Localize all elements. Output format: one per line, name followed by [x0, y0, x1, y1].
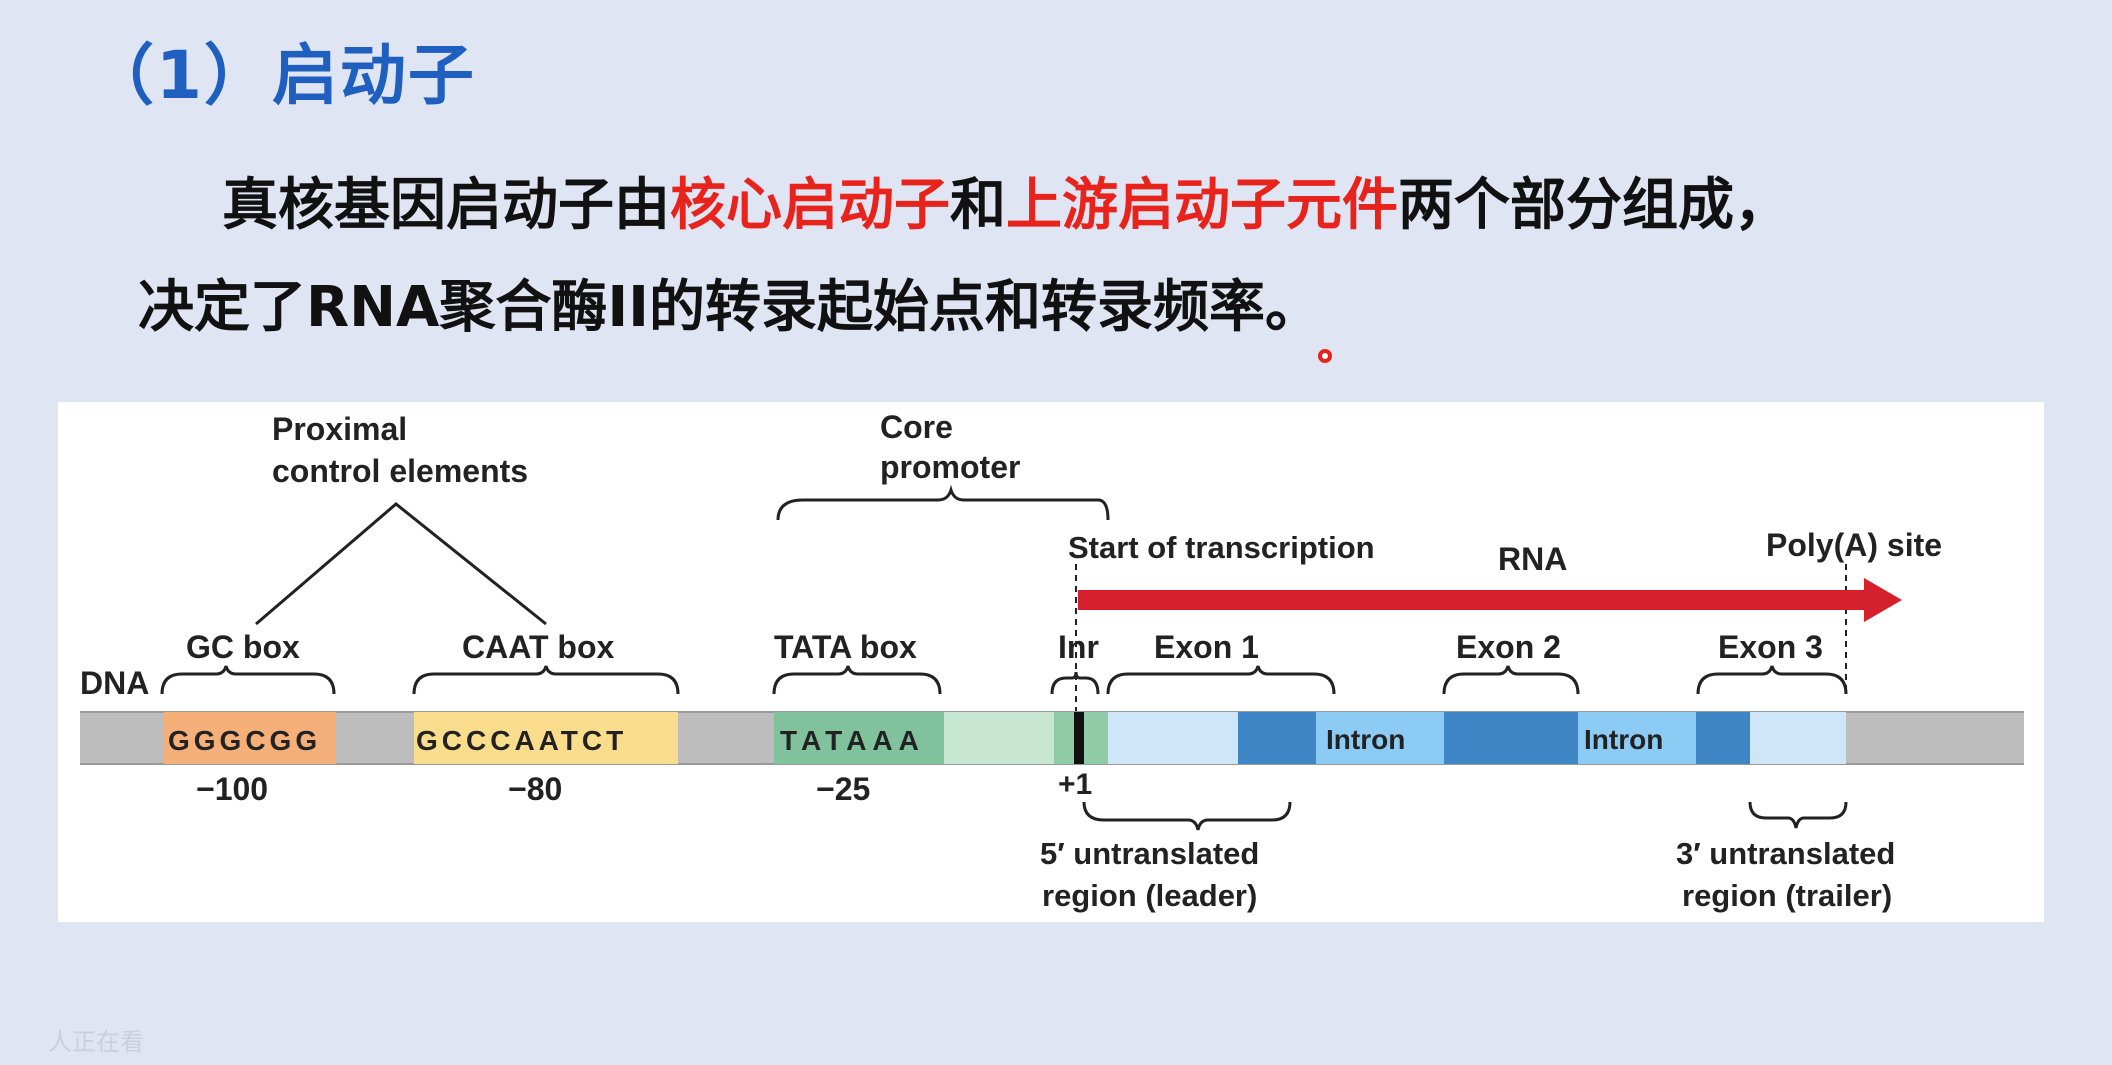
caat-box-bracket: [412, 665, 680, 695]
intron2-label: Intron: [1584, 724, 1663, 755]
intron1-label: Intron: [1326, 724, 1405, 755]
text-segment: 和: [950, 173, 1006, 238]
tata-box-label: TATA box: [774, 629, 917, 665]
dna-label: DNA: [80, 665, 149, 701]
exon2-label: Exon 2: [1456, 629, 1561, 665]
utr3-label-2: region (trailer): [1682, 878, 1892, 913]
proximal-label-2: control elements: [272, 453, 528, 489]
tata-box-bracket: [772, 665, 942, 695]
exon1-coding: [1238, 712, 1316, 764]
promoter-diagram: Proximal control elements Core promoter …: [58, 402, 2044, 922]
utr5-label-2: region (leader): [1042, 878, 1257, 913]
position-plus-1: +1: [1058, 768, 1092, 801]
leader-region: [1108, 712, 1238, 764]
proximal-bracket-lines: [255, 502, 547, 626]
paragraph-line-1: 真核基因启动子由核心启动子和上游启动子元件两个部分组成，: [138, 155, 2038, 257]
exon1-label: Exon 1: [1154, 629, 1259, 665]
text-segment: 真核基因启动子由: [222, 173, 670, 238]
laser-pointer-dot: [1318, 349, 1332, 363]
proximal-label-1: Proximal: [272, 411, 407, 447]
core-promoter-bracket: [776, 484, 1110, 521]
viewer-watermark: 人正在看: [48, 1028, 144, 1056]
utr5-label-1: 5′ untranslated: [1040, 836, 1259, 871]
utr3-label-1: 3′ untranslated: [1676, 836, 1895, 871]
gc-sequence: GGGCGG: [168, 725, 321, 756]
promoter-diagram-svg: Proximal control elements Core promoter …: [80, 409, 2024, 913]
gc-box: [164, 712, 336, 764]
utr5-bracket: [1082, 801, 1292, 831]
caat-box: [414, 712, 678, 764]
exon2-coding: [1444, 712, 1578, 764]
position-minus-100: −100: [196, 771, 268, 807]
caat-box-label: CAAT box: [462, 629, 614, 665]
transcription-start-mark: [1074, 712, 1084, 764]
trailer-region: [1750, 712, 1846, 764]
intron-1: [1316, 712, 1444, 764]
rna-arrow-head: [1864, 578, 1902, 622]
rna-label: RNA: [1498, 541, 1567, 577]
core-promoter-term: 核心启动子: [670, 173, 950, 238]
tata-box: [774, 712, 944, 764]
caat-sequence: GCCCAATCT: [416, 725, 627, 756]
paragraph-line-2: 决定了RNA聚合酶II的转录起始点和转录频率。: [138, 275, 1321, 340]
exon1-bracket: [1106, 665, 1336, 695]
tata-sequence: TATAAA: [780, 725, 925, 756]
core-label-1: Core: [880, 409, 953, 445]
utr3-bracket: [1748, 801, 1848, 829]
exon2-bracket: [1442, 665, 1580, 695]
rna-arrow-shaft: [1078, 590, 1868, 610]
core-promoter-region: [944, 712, 1054, 764]
slide-title: （1）启动子: [88, 37, 476, 114]
text-segment: 两个部分组成，: [1398, 173, 1790, 238]
gc-box-label: GC box: [186, 629, 300, 665]
upstream-element-term: 上游启动子元件: [1006, 173, 1398, 238]
exon3-label: Exon 3: [1718, 629, 1823, 665]
gc-box-bracket: [160, 665, 336, 695]
intron-2: [1578, 712, 1696, 764]
position-minus-25: −25: [816, 771, 870, 807]
core-label-2: promoter: [880, 449, 1020, 485]
exon3-coding: [1696, 712, 1750, 764]
position-minus-80: −80: [508, 771, 562, 807]
inr-label: Inr: [1058, 629, 1099, 665]
inr-bracket: [1050, 671, 1100, 695]
body-paragraph: 真核基因启动子由核心启动子和上游启动子元件两个部分组成， 决定了RNA聚合酶II…: [138, 155, 2038, 359]
polya-label: Poly(A) site: [1766, 527, 1942, 563]
exon3-bracket: [1696, 665, 1848, 695]
start-transcription-label: Start of transcription: [1068, 530, 1375, 565]
